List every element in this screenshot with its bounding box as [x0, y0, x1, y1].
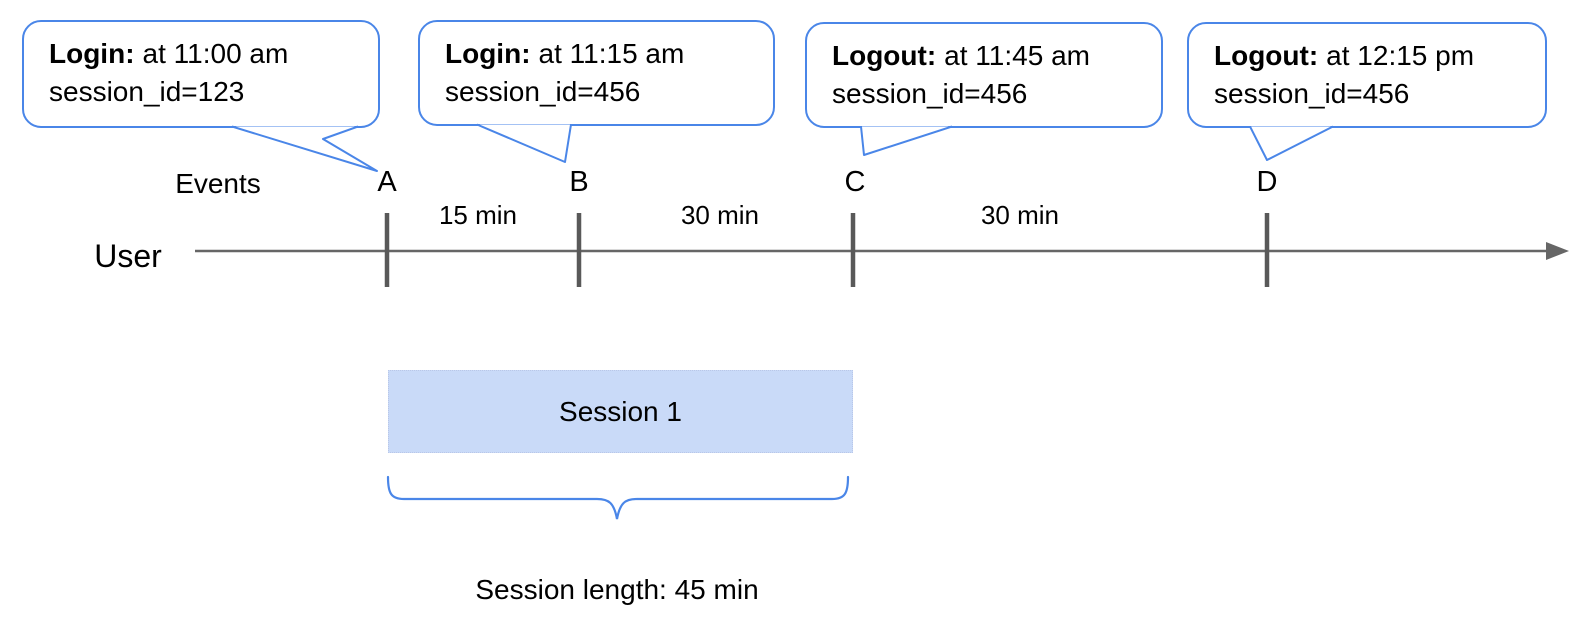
callout-title: Login:	[445, 38, 531, 69]
callout-event-b: Login:at 11:15 am session_id=456	[418, 20, 775, 126]
callout-line-1: Logout:at 12:15 pm	[1214, 37, 1545, 75]
callout-session-id: session_id=123	[49, 76, 245, 107]
callout-title: Login:	[49, 38, 135, 69]
event-label-b: B	[569, 166, 589, 198]
event-label-c: C	[844, 166, 866, 198]
event-label-a: A	[377, 166, 397, 198]
interval-label-b-c: 30 min	[680, 200, 760, 230]
events-axis-label: Events	[175, 168, 261, 199]
interval-label-c-d: 30 min	[980, 200, 1060, 230]
session-1-box: Session 1	[388, 370, 853, 453]
callout-line-1: Login:at 11:00 am	[49, 35, 378, 73]
callout-event-a: Login:at 11:00 am session_id=123	[22, 20, 380, 128]
callout-time: at 11:15 am	[538, 38, 685, 69]
user-row-label: User	[94, 238, 162, 274]
callout-session-id: session_id=456	[832, 78, 1028, 109]
callout-session-id: session_id=456	[445, 76, 641, 107]
callout-event-c: Logout:at 11:45 am session_id=456	[805, 22, 1163, 128]
callout-a-tail	[231, 125, 378, 172]
session-1-label: Session 1	[559, 395, 682, 427]
callout-title: Logout:	[1214, 40, 1319, 71]
callout-time: at 11:00 am	[142, 38, 289, 69]
callout-title: Logout:	[832, 40, 937, 71]
callout-c-tail	[860, 125, 953, 156]
callout-time: at 11:45 am	[944, 40, 1090, 71]
callout-d-tail	[1249, 125, 1334, 161]
interval-label-a-b: 15 min	[438, 200, 518, 230]
event-label-d: D	[1256, 166, 1278, 198]
session-length-brace	[386, 475, 850, 520]
callout-line-1: Login:at 11:15 am	[445, 35, 773, 73]
callout-session-id: session_id=456	[1214, 78, 1410, 109]
callout-line-1: Logout:at 11:45 am	[832, 37, 1161, 75]
timeline-arrowhead-icon	[1546, 242, 1569, 260]
callout-event-d: Logout:at 12:15 pm session_id=456	[1187, 22, 1547, 128]
callout-b-tail	[476, 123, 572, 163]
callout-time: at 12:15 pm	[1326, 40, 1475, 71]
session-length-caption: Session length: 45 min	[475, 574, 759, 605]
